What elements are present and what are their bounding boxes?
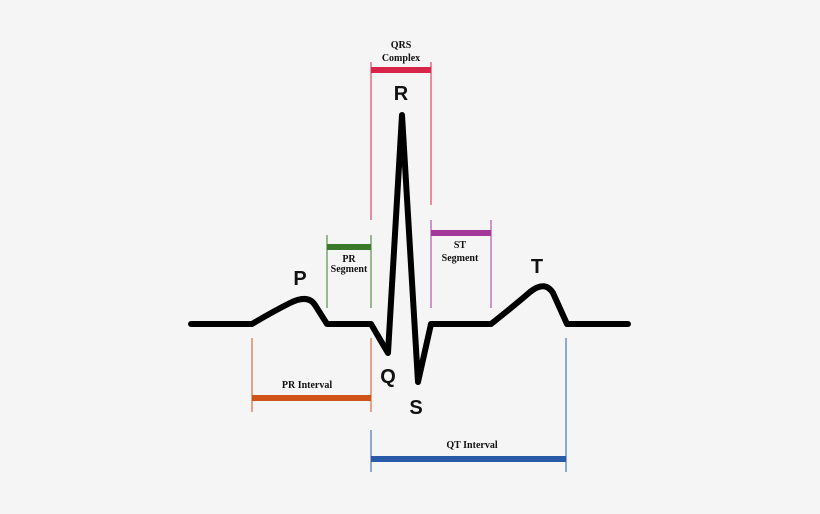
st-segment-bar: [431, 230, 491, 236]
ecg-trace: [188, 112, 631, 385]
qrs-label-line2: Complex: [382, 53, 420, 64]
qt-interval-bracket: QT Interval: [370, 338, 567, 472]
qrs-label-line1: QRS: [391, 40, 412, 51]
st-segment-bracket: ST Segment: [430, 220, 492, 308]
qt-interval-label: QT Interval: [446, 440, 497, 451]
pr-interval-bar: [252, 395, 371, 401]
qrs-complex-bracket: QRS Complex: [370, 40, 432, 220]
pr-segment-label-line1: PR: [342, 254, 356, 265]
pr-segment-bracket: PR Segment: [326, 235, 372, 308]
s-wave-label: S: [409, 397, 422, 419]
t-wave-label: T: [531, 256, 543, 278]
r-wave-label: R: [394, 83, 409, 105]
qt-interval-bar: [371, 456, 566, 462]
pr-segment-bar: [327, 244, 371, 250]
pr-interval-label: PR Interval: [282, 380, 332, 391]
pr-interval-bracket: PR Interval: [251, 338, 372, 412]
qrs-bar: [371, 67, 431, 73]
st-segment-label-line1: ST: [454, 240, 467, 251]
p-wave-label: P: [293, 268, 306, 290]
pr-segment-label-line2: Segment: [331, 264, 368, 275]
q-wave-label: Q: [380, 366, 396, 388]
st-segment-label-line2: Segment: [442, 253, 479, 264]
